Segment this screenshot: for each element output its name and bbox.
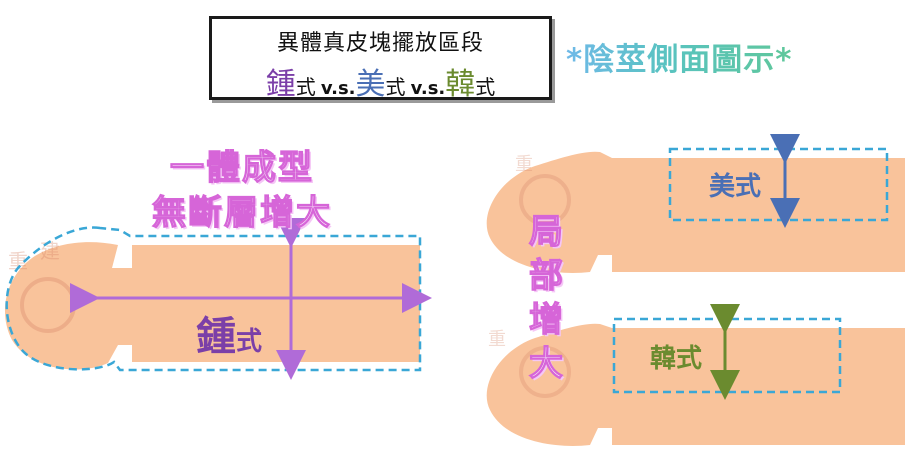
han-dashed-box xyxy=(612,317,842,394)
title-line2: 鍾式 v.s.美式 v.s.韓式 xyxy=(212,59,549,103)
left-label-small: 式 xyxy=(236,327,263,357)
left-dashed-outline xyxy=(5,226,422,372)
title-mei: 美 xyxy=(355,67,386,102)
title-han: 韓 xyxy=(445,67,476,102)
right-side-char-4: 大 xyxy=(528,343,563,384)
subtitle: *陰莖側面圖示* xyxy=(566,34,792,79)
left-heading-line1: 一體成型 xyxy=(169,147,314,188)
title-line1: 異體真皮塊擺放區段 xyxy=(276,31,484,56)
watermark-top-right: 重 xyxy=(515,154,571,226)
title-box: 異體真皮塊擺放區段 鍾式 v.s.美式 v.s.韓式 xyxy=(209,16,552,103)
watermark-bottom-right: 重 xyxy=(488,329,571,398)
right-side-char-1: 局 xyxy=(528,211,563,252)
svg-text:重: 重 xyxy=(515,154,533,175)
left-label: 鍾式 xyxy=(196,304,262,362)
left-label-big: 鍾 xyxy=(196,314,236,360)
right-side-char-3: 增 xyxy=(528,299,563,340)
title-shi-1: 式 xyxy=(295,75,316,99)
right-side-label: 局 部 增 大 xyxy=(526,210,566,386)
mei-label: 美式 xyxy=(709,172,762,202)
title-vs-2: v.s. xyxy=(410,78,446,99)
right-top-penis-shape xyxy=(486,151,905,273)
left-heading-line2: 無斷層增大 xyxy=(151,192,332,233)
title-zhong: 鍾 xyxy=(265,67,296,102)
svg-text:重: 重 xyxy=(488,329,506,350)
title-shi-2: 式 xyxy=(385,75,406,99)
han-label: 韓式 xyxy=(650,344,703,374)
right-side-char-2: 部 xyxy=(528,255,563,296)
title-vs-1: v.s. xyxy=(320,78,356,99)
right-bottom-penis-shape xyxy=(486,323,905,446)
svg-text:重: 重 xyxy=(8,249,28,273)
title-shi-3: 式 xyxy=(475,75,496,99)
